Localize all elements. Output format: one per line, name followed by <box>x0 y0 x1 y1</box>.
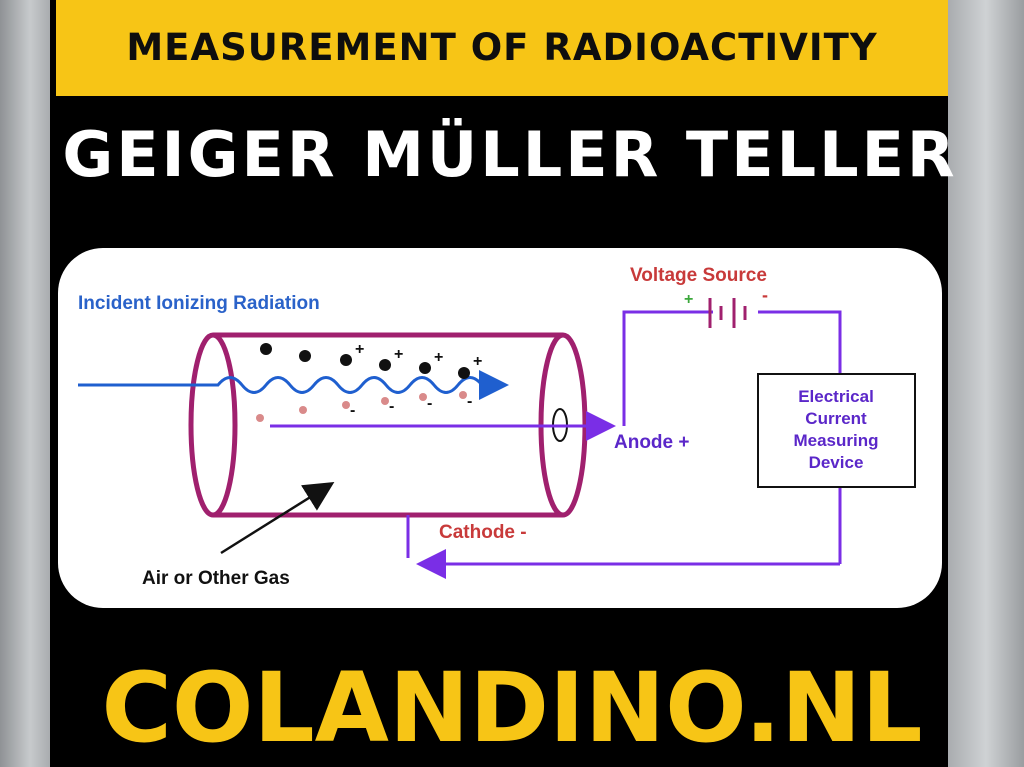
svg-text:-: - <box>389 398 394 415</box>
svg-text:Current: Current <box>805 409 867 428</box>
measuring-device-label: Electrical Current Measuring Device <box>793 387 878 472</box>
gas-label: Air or Other Gas <box>142 568 290 589</box>
svg-text:+: + <box>355 341 364 358</box>
svg-text:+: + <box>394 346 403 363</box>
right-backdrop <box>948 0 1024 767</box>
battery-minus: - <box>762 285 768 305</box>
battery-plus: + <box>684 291 693 308</box>
positive-ions: + + + + <box>260 341 482 379</box>
electrons: - - - - <box>256 391 472 422</box>
svg-text:-: - <box>467 393 472 410</box>
svg-text:+: + <box>434 349 443 366</box>
geiger-counter-diagram: Incident Ionizing Radiation + + + + <box>78 265 916 589</box>
svg-text:Electrical: Electrical <box>798 387 874 406</box>
gas-pointer-arrow <box>220 482 335 555</box>
svg-text:-: - <box>427 395 432 412</box>
diagram-panel: Incident Ionizing Radiation + + + + <box>58 248 942 608</box>
measuring-device-box <box>757 373 916 488</box>
svg-text:-: - <box>350 402 355 419</box>
svg-text:Measuring: Measuring <box>793 431 878 450</box>
anode-label: Anode + <box>614 432 689 453</box>
header-banner: MEASUREMENT OF RADIOACTIVITY <box>56 0 948 96</box>
left-backdrop <box>0 0 50 767</box>
battery-icon <box>708 298 747 328</box>
radiation-wave <box>78 370 509 400</box>
site-watermark: COLANDINO.NL <box>101 652 923 764</box>
banner-title: MEASUREMENT OF RADIOACTIVITY <box>126 26 878 69</box>
incident-radiation-label: Incident Ionizing Radiation <box>78 293 320 314</box>
voltage-source-label: Voltage Source <box>630 265 767 286</box>
circuit-wires <box>406 310 842 579</box>
svg-text:+: + <box>473 353 482 370</box>
page-title: GEIGER MÜLLER TELLER <box>62 118 958 191</box>
svg-text:Device: Device <box>809 453 864 472</box>
cathode-label: Cathode - <box>439 522 527 543</box>
